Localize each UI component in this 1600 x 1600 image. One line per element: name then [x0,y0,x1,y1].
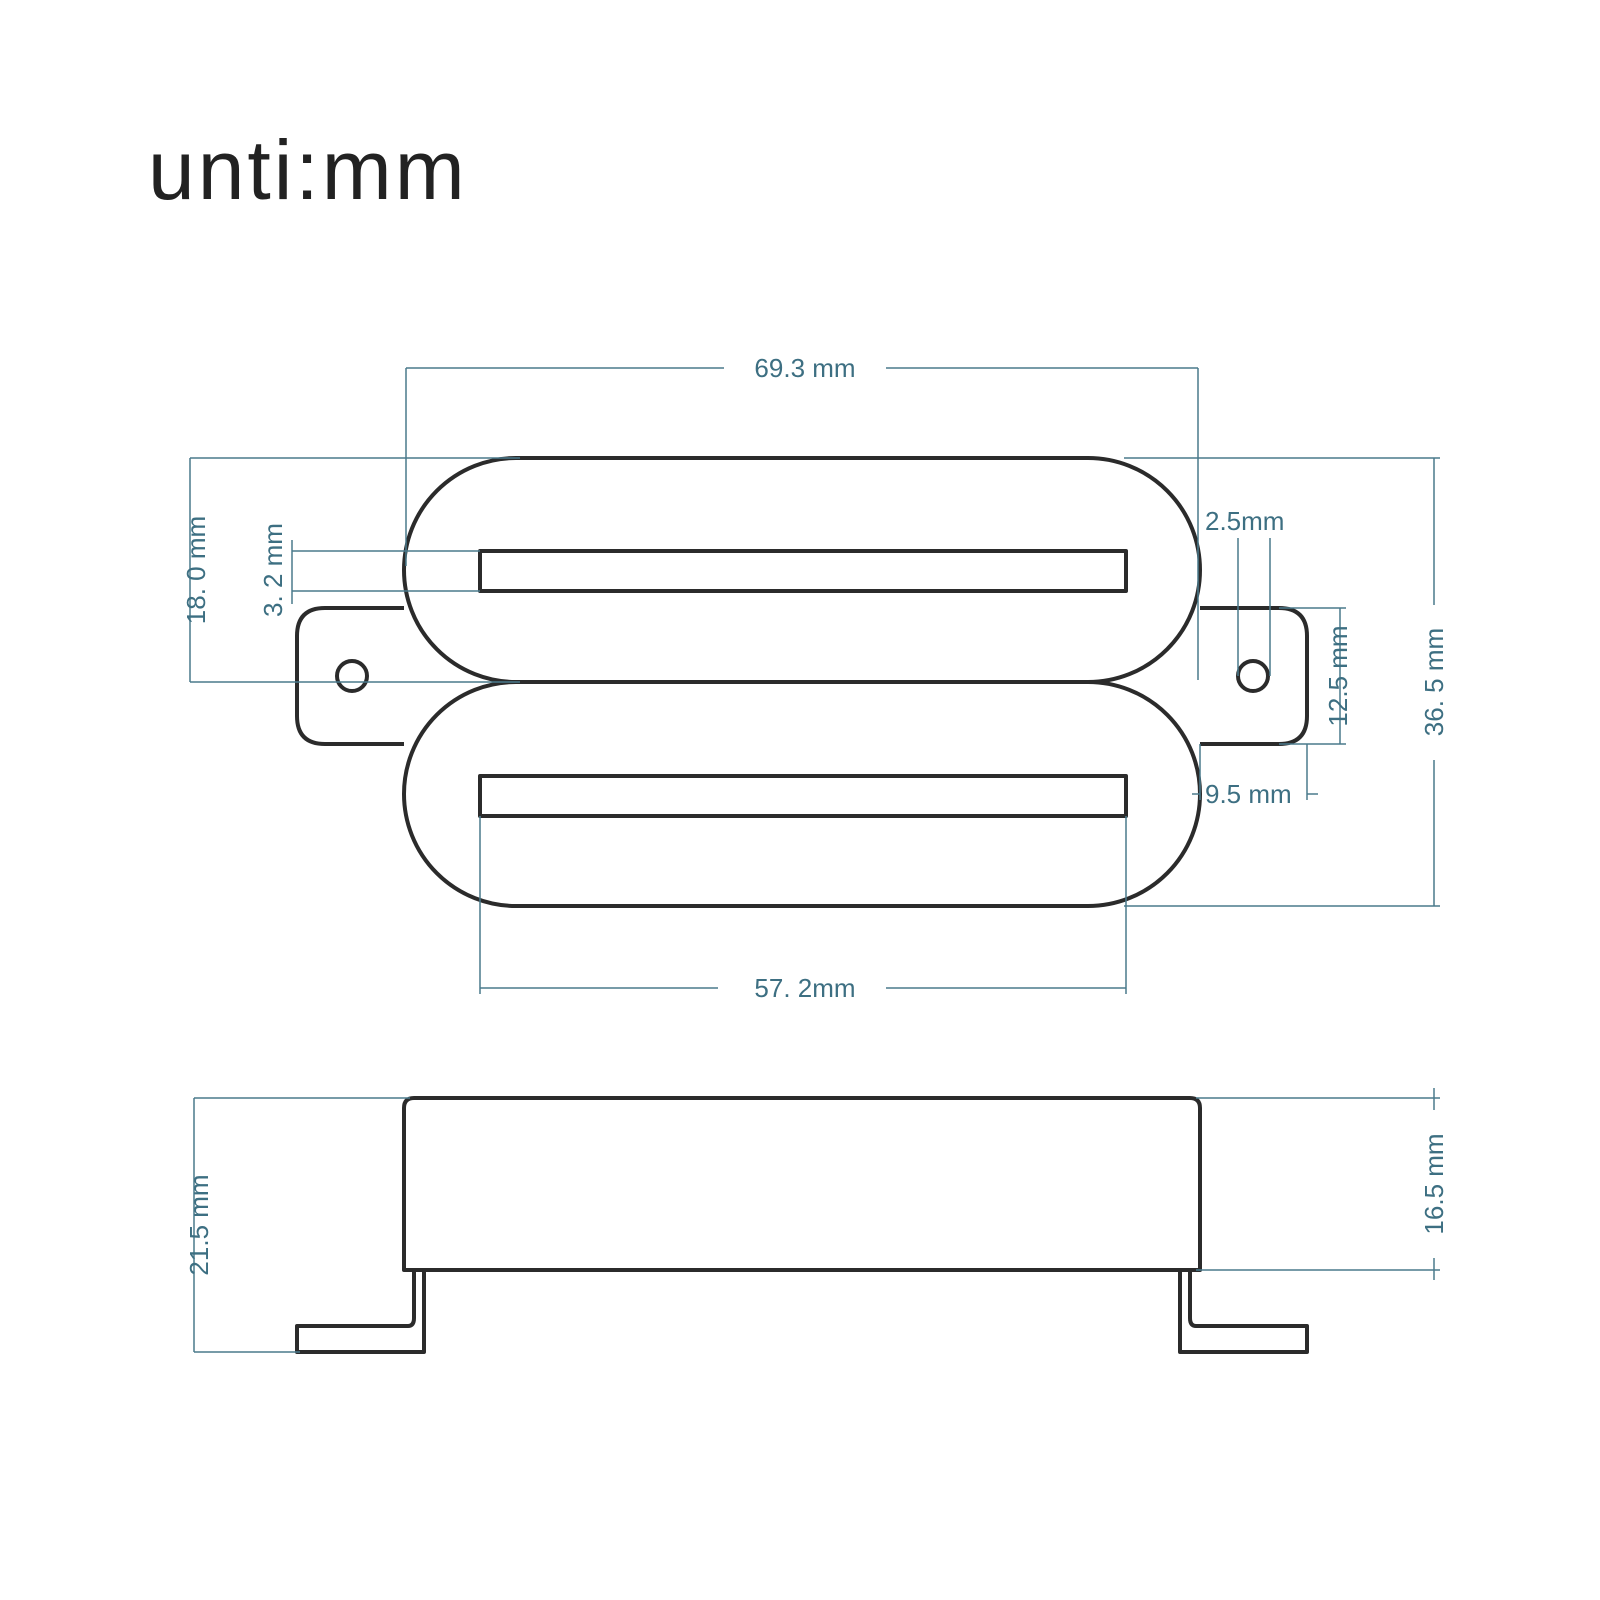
top-view-dimensions: 69.3 mm 57. 2mm 18. 0 mm 3. 2 mm 2.5mm 1… [181,353,1449,1003]
total-height-label: 21.5 mm [184,1174,214,1275]
bottom-blade [478,774,1128,818]
unit-title: unti:mm [148,123,468,217]
left-mounting-foot [295,1270,426,1354]
blade-length-label: 57. 2mm [754,973,855,1003]
overall-height-label: 36. 5 mm [1419,628,1449,736]
right-mounting-hole [1236,659,1270,693]
top-blade [478,549,1128,593]
bottom-coil [402,680,1202,908]
body-height-label: 16.5 mm [1419,1133,1449,1234]
overall-width-label: 69.3 mm [754,353,855,383]
coil-height-label: 18. 0 mm [181,516,211,624]
mount-hole-label: 2.5mm [1205,506,1284,536]
left-mounting-tab [295,606,404,746]
side-view [295,1096,1309,1354]
tab-width-label: 9.5 mm [1205,779,1292,809]
left-mounting-hole [335,659,369,693]
right-mounting-foot [1178,1270,1309,1354]
blade-width-label: 3. 2 mm [258,523,288,617]
top-coil [402,456,1202,684]
side-view-dimensions: 21.5 mm 16.5 mm [184,1088,1449,1353]
pickup-body-side [402,1096,1202,1272]
top-view [295,456,1309,908]
right-mounting-tab [1200,606,1309,746]
tab-height-label: 12.5 mm [1323,625,1353,726]
